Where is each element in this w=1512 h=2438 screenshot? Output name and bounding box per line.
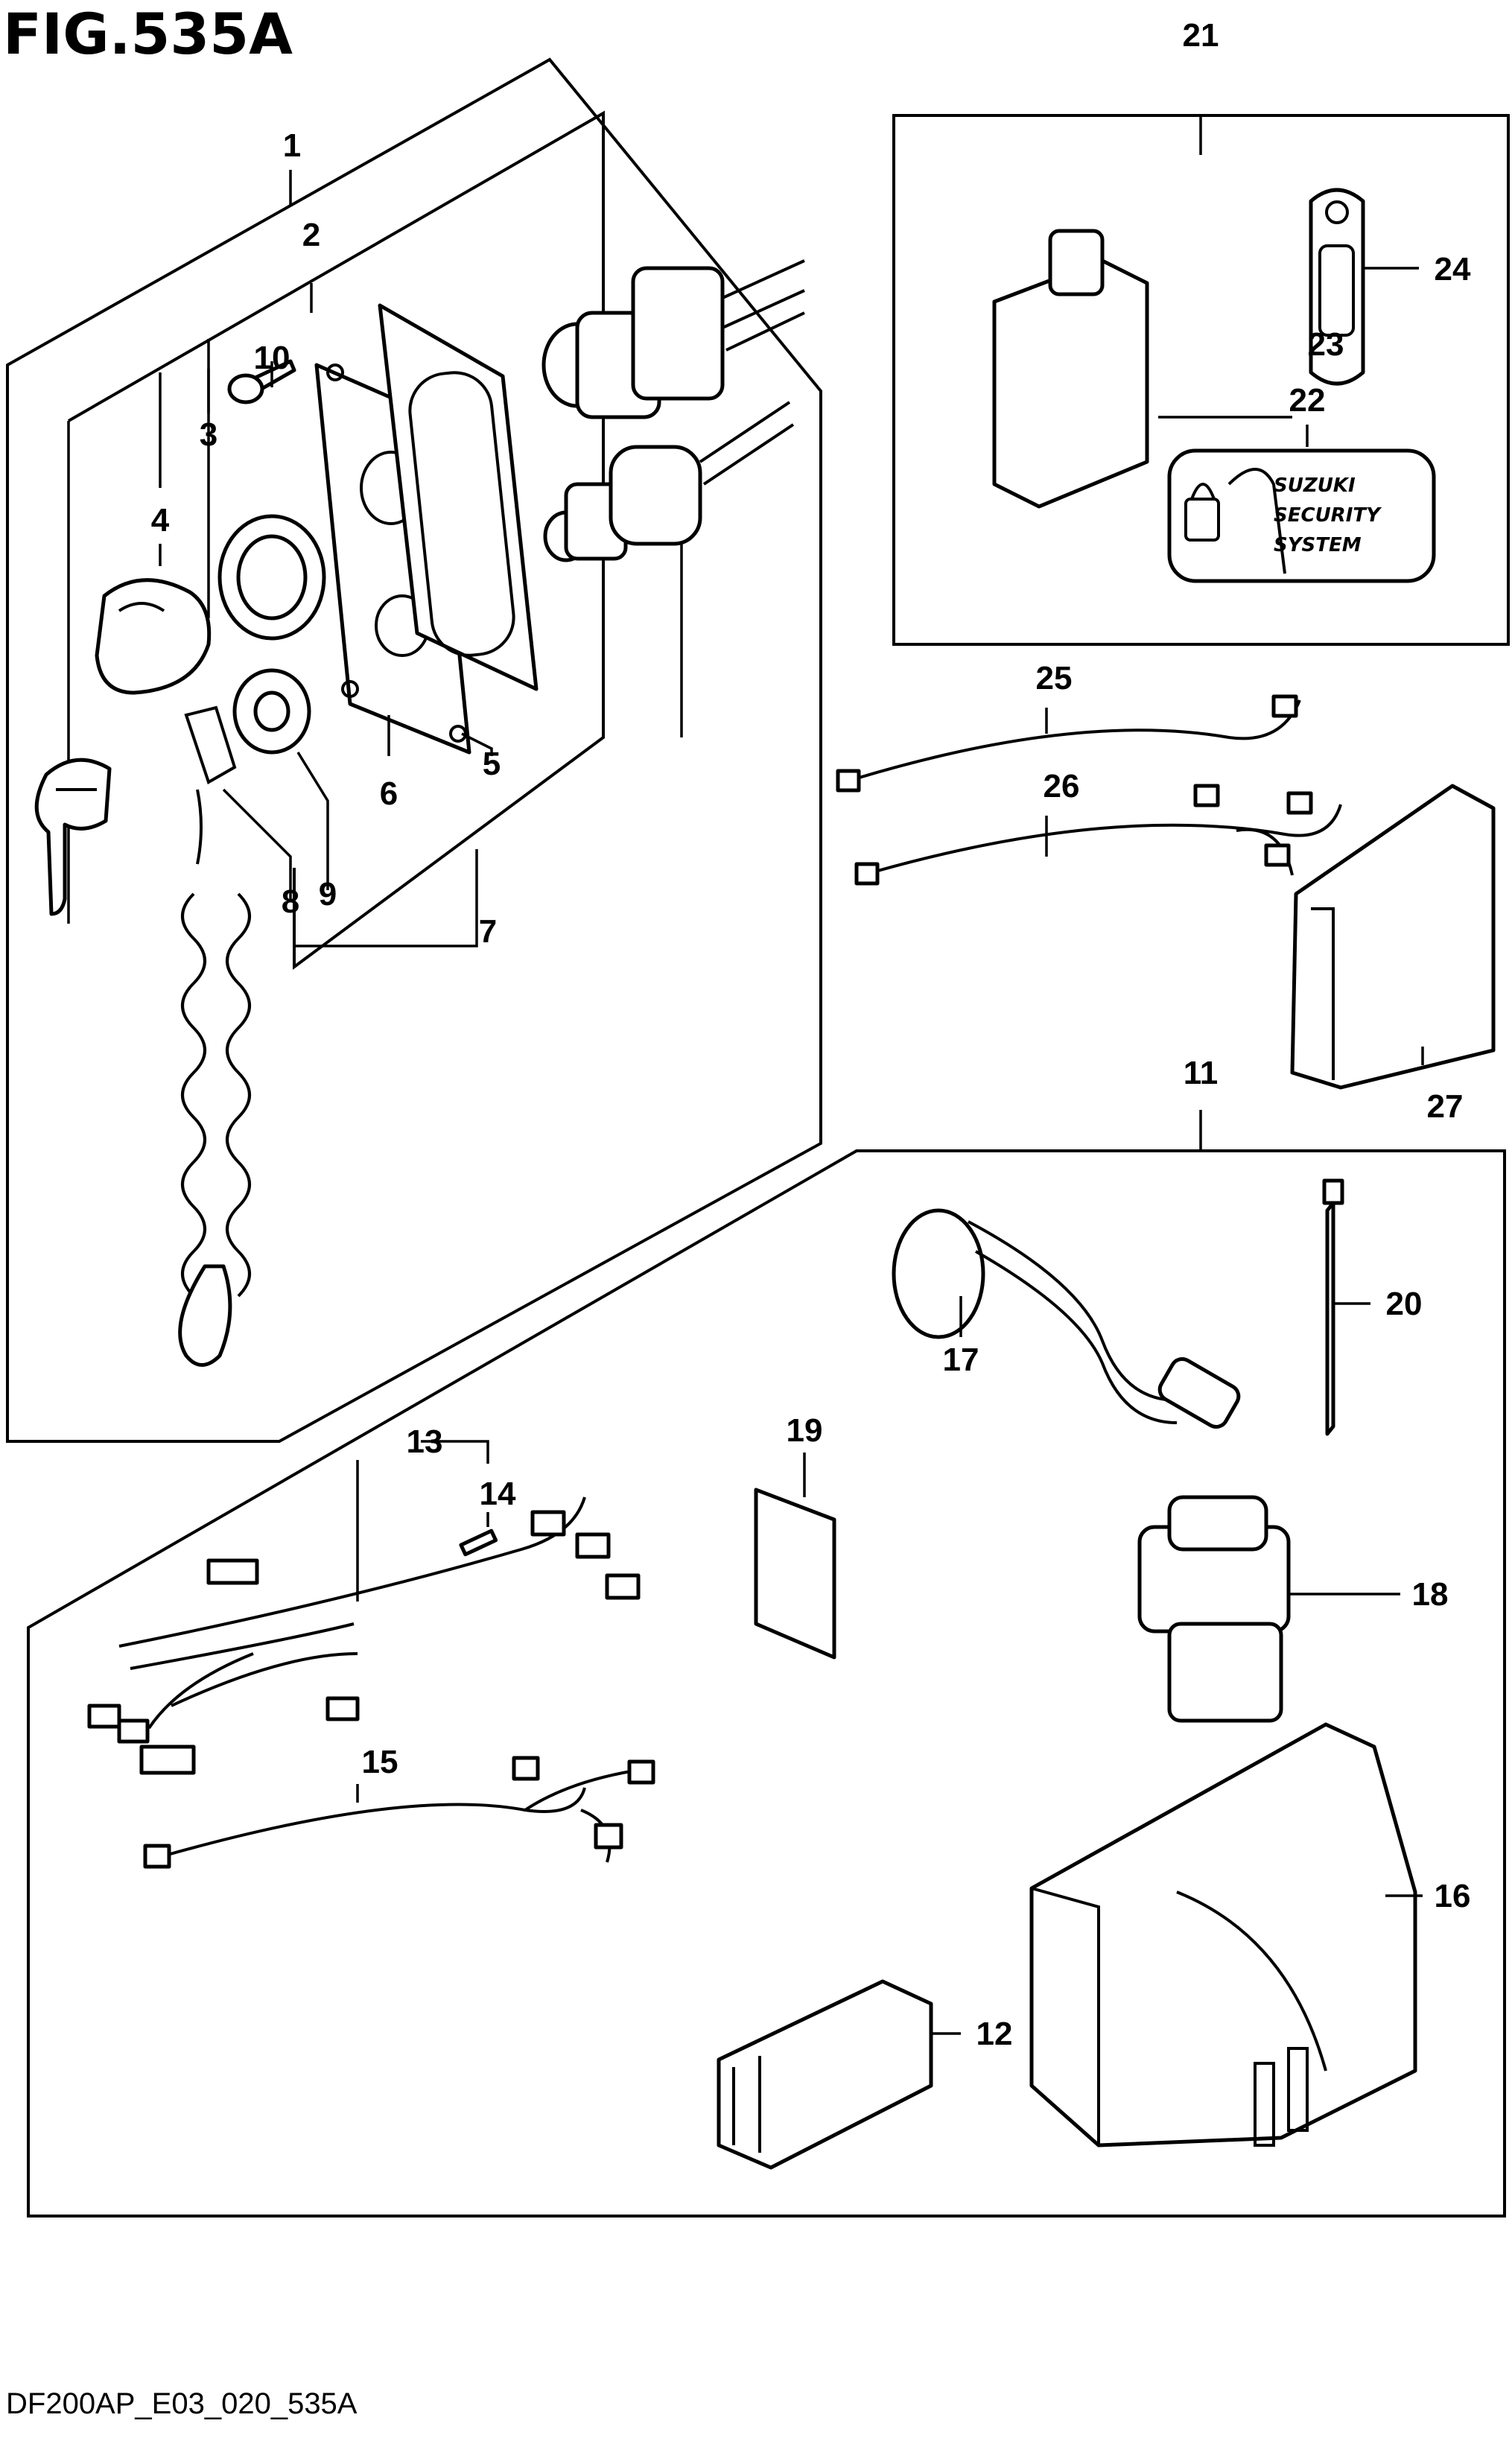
- ignition-switch-drawing: [541, 259, 805, 419]
- callout-12: 12: [976, 2016, 1013, 2052]
- callout-1: 1: [283, 127, 301, 164]
- callout-8: 8: [282, 883, 299, 920]
- bracket-12-drawing: [717, 1979, 933, 2170]
- callout-6: 6: [380, 775, 398, 812]
- callout-9: 9: [319, 876, 337, 912]
- control-box-drawing: [1290, 784, 1496, 1090]
- callout-16: 16: [1435, 1878, 1471, 1914]
- figure-code: DF200AP_E03_020_535A: [6, 2387, 358, 2420]
- screw-14-drawing: [459, 1528, 498, 1557]
- sensor-17-drawing: [892, 1208, 1241, 1429]
- security-label-line3: SYSTEM: [1274, 534, 1362, 556]
- callout-22: 22: [1289, 382, 1326, 419]
- callout-20: 20: [1386, 1286, 1423, 1322]
- stop-switch-drawing: [543, 401, 795, 562]
- callout-4: 4: [151, 502, 170, 539]
- group-box-1: [6, 57, 822, 1443]
- callout-18: 18: [1412, 1576, 1449, 1613]
- callout-5: 5: [483, 746, 501, 782]
- cable-tie-20-drawing: [1322, 1178, 1344, 1436]
- harness-13-drawing: [87, 1496, 641, 1775]
- callout-21: 21: [1183, 17, 1219, 54]
- bezel-drawing: [217, 514, 326, 641]
- knob-drawing: [95, 578, 212, 695]
- callout-3: 3: [200, 416, 217, 453]
- figure-title: FIG.535A: [3, 1, 293, 67]
- callout-10: 10: [254, 340, 290, 376]
- key-drawing: [34, 758, 112, 916]
- harness-15-drawing: [143, 1756, 655, 1869]
- ecm-module-drawing: [992, 229, 1149, 509]
- callout-2: 2: [302, 217, 320, 253]
- callout-19: 19: [787, 1412, 823, 1449]
- harness-26-drawing: [854, 784, 1342, 886]
- controller-16-drawing: [1029, 1722, 1417, 2147]
- callout-23: 23: [1308, 326, 1344, 363]
- callout-14: 14: [480, 1476, 516, 1512]
- nut-drawing: [232, 668, 311, 755]
- group-box-11: [27, 1149, 1506, 2218]
- security-label-drawing: SUZUKI SECURITY SYSTEM: [1167, 448, 1436, 583]
- manual-19-drawing: [754, 1488, 836, 1660]
- gasket-drawing: [378, 303, 539, 691]
- leader-lines: [159, 115, 1424, 2035]
- callouts: 1 2 3 4 5 6 7 8 9 10 11 12 13 14 15 16 1…: [151, 17, 1471, 2052]
- callout-25: 25: [1036, 660, 1073, 696]
- harness-25-drawing: [836, 694, 1301, 793]
- callout-15: 15: [362, 1744, 398, 1780]
- lanyard-drawing: [178, 705, 251, 1367]
- callout-13: 13: [407, 1423, 443, 1460]
- callout-26: 26: [1044, 768, 1080, 804]
- callout-11: 11: [1184, 1055, 1219, 1091]
- key-fob-drawing: [1309, 188, 1365, 386]
- callout-17: 17: [943, 1342, 979, 1378]
- callout-7: 7: [479, 913, 497, 950]
- security-label-line2: SECURITY: [1274, 504, 1382, 527]
- callout-27: 27: [1427, 1088, 1464, 1125]
- relay-18-drawing: [1137, 1495, 1291, 1723]
- security-label-line1: SUZUKI: [1274, 474, 1356, 497]
- callout-24: 24: [1435, 251, 1471, 288]
